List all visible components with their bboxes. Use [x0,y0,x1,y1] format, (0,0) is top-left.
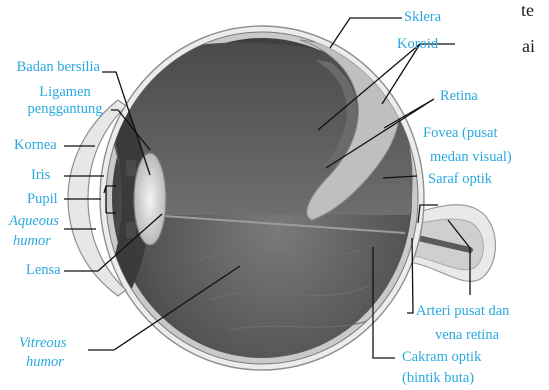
label-kornea: Kornea [14,137,57,154]
label-cakram-line1: Cakram optik [402,349,481,366]
label-fovea-line2: medan visual) [430,149,512,166]
label-sklera: Sklera [404,9,441,26]
label-koroid: Koroid [397,36,438,53]
label-aqueous-line2: humor [13,233,51,250]
lens-shape [134,153,166,245]
label-cakram-line2: (bintik buta) [402,370,474,387]
label-pupil: Pupil [27,191,58,208]
label-iris: Iris [31,167,50,184]
page-text-fragment-2: ai [522,36,535,56]
page-text-fragment-1: te [521,0,534,20]
label-vitreous-line1: Vitreous [19,335,67,352]
label-fovea-line1: Fovea (pusat [423,125,498,142]
label-saraf-optik: Saraf optik [428,171,492,188]
label-arteri-line1: Arteri pusat dan [416,303,509,320]
label-ligamen-line1: Ligamen [18,84,112,101]
label-lensa: Lensa [26,262,61,279]
label-retina: Retina [440,88,478,105]
label-badan-bersilia: Badan bersilia [4,59,100,76]
label-vitreous-line2: humor [26,354,64,371]
label-aqueous-line1: Aqueous [9,213,59,230]
label-arteri-line2: vena retina [435,327,499,344]
label-ligamen-line2: penggantung [18,101,112,118]
